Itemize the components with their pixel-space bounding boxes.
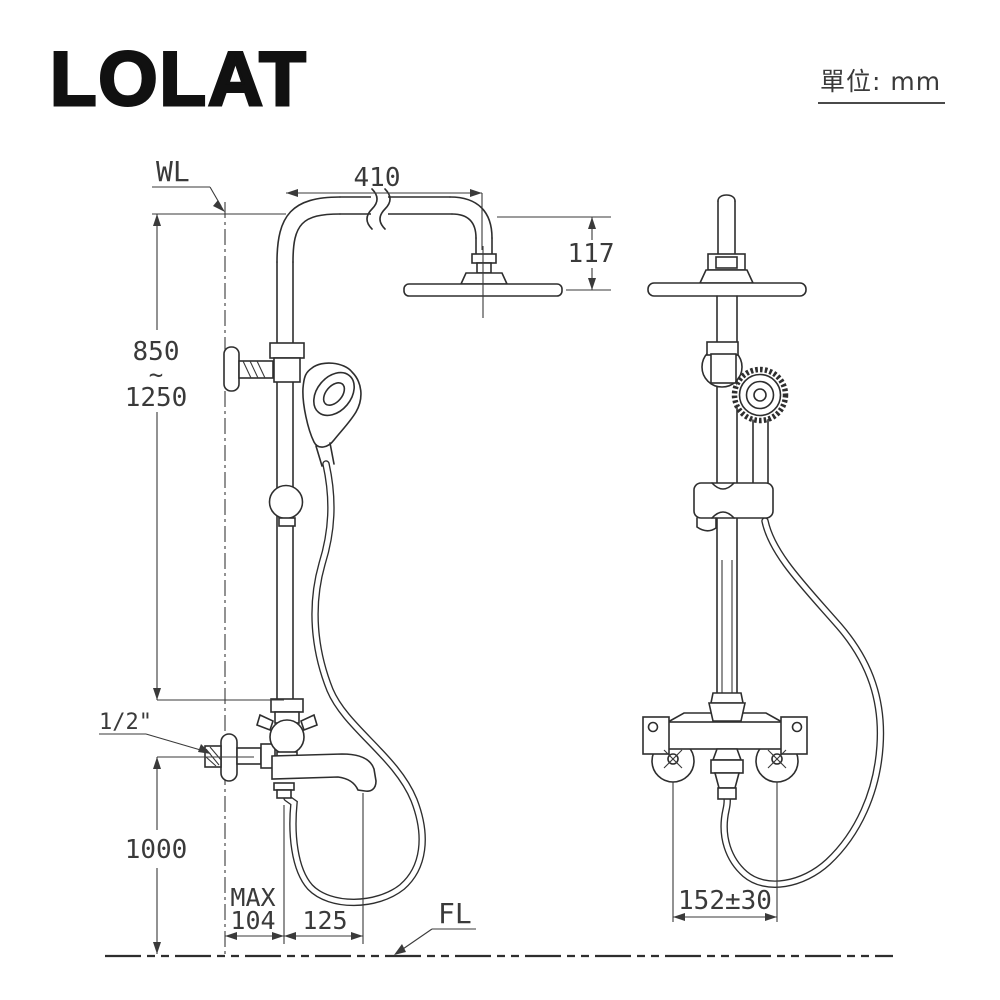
flange-screw-right bbox=[767, 749, 787, 769]
inlet-thread-label: 1/2" bbox=[99, 710, 211, 754]
shower-arm-side bbox=[698, 194, 755, 284]
riser-pipe bbox=[276, 196, 341, 701]
mixer-valve bbox=[204, 698, 377, 799]
fl-label: FL bbox=[438, 897, 472, 930]
dim-arm-length: 410 bbox=[286, 163, 483, 250]
dim-104: 104 bbox=[230, 906, 275, 935]
dim-head-drop: 117 bbox=[497, 216, 615, 291]
brand-logo: LOLAT bbox=[49, 36, 308, 124]
shower-arm bbox=[339, 196, 493, 255]
rain-shower-head bbox=[403, 246, 563, 318]
dim-117: 117 bbox=[568, 239, 615, 269]
valve-side bbox=[642, 692, 808, 800]
dim-1250: 1250 bbox=[125, 383, 188, 413]
shower-hose-side bbox=[720, 517, 885, 888]
dim-inlet-height: 1000 bbox=[125, 756, 254, 954]
front-view: WL 410 117 bbox=[99, 155, 614, 955]
slide-bracket-side bbox=[693, 482, 774, 532]
water-line: WL bbox=[152, 155, 286, 215]
slide-knob bbox=[268, 484, 304, 527]
rain-head-side bbox=[647, 282, 807, 297]
dim-1000: 1000 bbox=[125, 835, 188, 865]
dim-tilde: ~ bbox=[149, 361, 163, 389]
hand-shower bbox=[302, 362, 362, 467]
dim-410: 410 bbox=[354, 163, 401, 193]
pipe-break-symbol bbox=[366, 188, 391, 230]
hand-shower-side bbox=[731, 366, 789, 485]
dim-riser-height: 850 ~ 1250 bbox=[125, 214, 284, 701]
dim-152-30: 152±30 bbox=[678, 886, 772, 916]
dim-half-inch: 1/2" bbox=[99, 710, 152, 735]
dim-850: 850 bbox=[133, 337, 180, 367]
flange-screw-left bbox=[663, 749, 683, 769]
side-view: 152±30 bbox=[642, 194, 885, 922]
floor-line-label-group: FL bbox=[394, 897, 476, 955]
wl-label: WL bbox=[156, 155, 190, 188]
dim-inlet-spacing: 152±30 bbox=[672, 782, 778, 922]
tub-spout bbox=[271, 753, 377, 792]
upper-wall-bracket bbox=[223, 342, 305, 392]
dim-max: MAX bbox=[230, 883, 275, 912]
bracket-side bbox=[701, 341, 743, 388]
dim-spout-offsets: MAX 104 125 bbox=[225, 793, 364, 944]
shower-hose-front bbox=[283, 460, 426, 907]
dim-125: 125 bbox=[302, 906, 347, 935]
unit-label: 單位: mm bbox=[818, 62, 946, 104]
